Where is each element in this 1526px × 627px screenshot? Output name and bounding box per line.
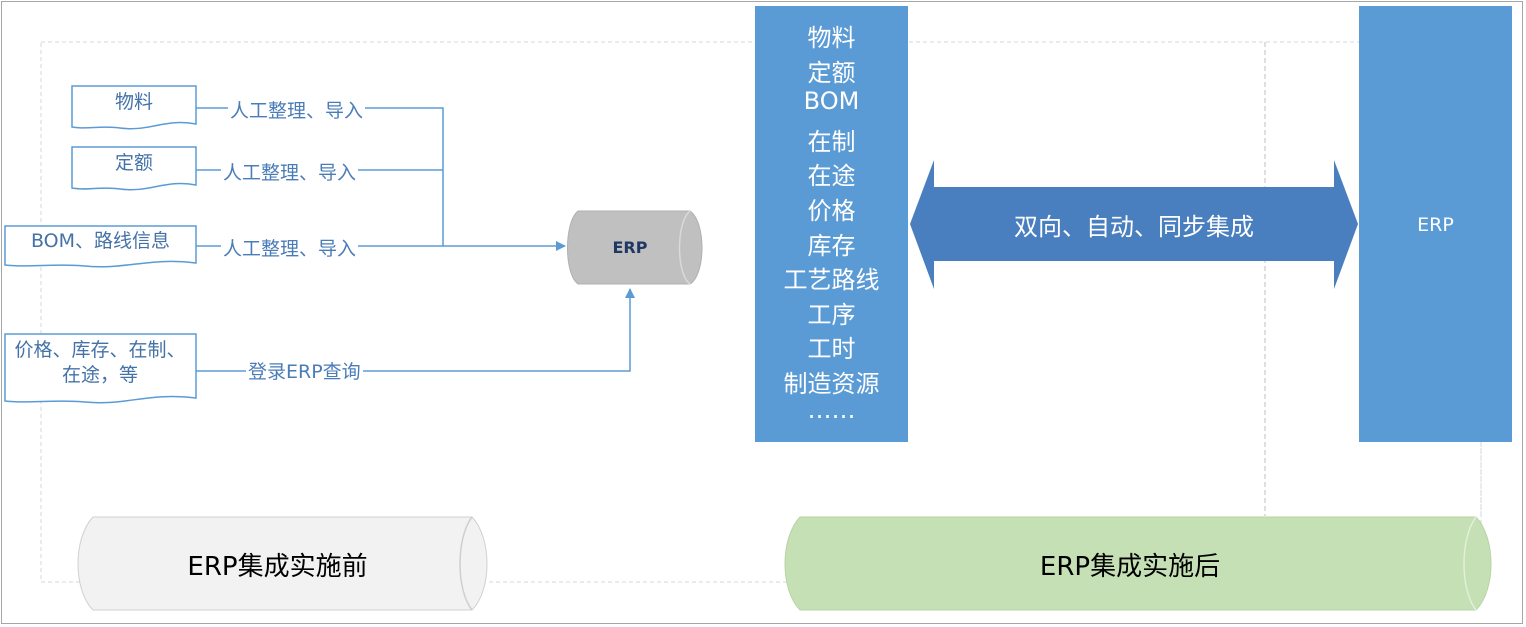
after-item: 工时	[807, 335, 856, 363]
after-item: 制造资源	[783, 370, 880, 398]
doc-shape-material	[71, 85, 197, 130]
edge-label-price: 登录ERP查询	[246, 357, 363, 383]
doc-label-bom: BOM、路线信息	[30, 229, 171, 252]
bidirectional-arrow	[910, 160, 1358, 289]
erp-label-after: ERP	[1417, 214, 1454, 236]
doc-shape-price	[4, 333, 197, 404]
after-item: 库存	[807, 232, 856, 260]
after-item: 工艺路线	[783, 266, 880, 294]
after-item: ……	[807, 396, 856, 424]
arrow-label: 双向、自动、同步集成	[1014, 212, 1254, 241]
edge-label-material: 人工整理、导入	[228, 96, 366, 122]
edge-label-bom: 人工整理、导入	[221, 234, 359, 260]
stage-cylinder-after	[784, 516, 1492, 611]
doc-label-material: 物料	[114, 90, 153, 113]
after-item: 定额	[807, 59, 856, 87]
doc-label-quota: 定额	[114, 151, 153, 174]
after-item: BOM	[803, 87, 860, 115]
after-item: 价格	[807, 197, 856, 225]
after-data-column	[755, 6, 908, 442]
doc-label-price: 价格、库存、在制、在途，等	[14, 339, 186, 386]
after-erp-column	[1359, 6, 1512, 442]
doc-shape-bom	[4, 225, 197, 268]
stage-cylinder-before	[77, 516, 488, 611]
after-item: 在途	[807, 162, 856, 190]
after-item: 工序	[807, 301, 856, 329]
erp-label-before: ERP	[612, 237, 648, 257]
edge-label-quota: 人工整理、导入	[221, 158, 359, 184]
after-item: 物料	[807, 24, 856, 52]
erp-cylinder-before	[567, 210, 703, 285]
doc-shape-quota	[71, 146, 197, 191]
after-data-list: 物料 定额 BOM 在制 在途 价格 库存 工艺路线 工序 工时 制造资源 ……	[755, 6, 908, 442]
stage-label-after: ERP集成实施后	[1039, 551, 1221, 582]
stage-label-before: ERP集成实施前	[187, 551, 368, 582]
after-item: 在制	[807, 128, 856, 156]
